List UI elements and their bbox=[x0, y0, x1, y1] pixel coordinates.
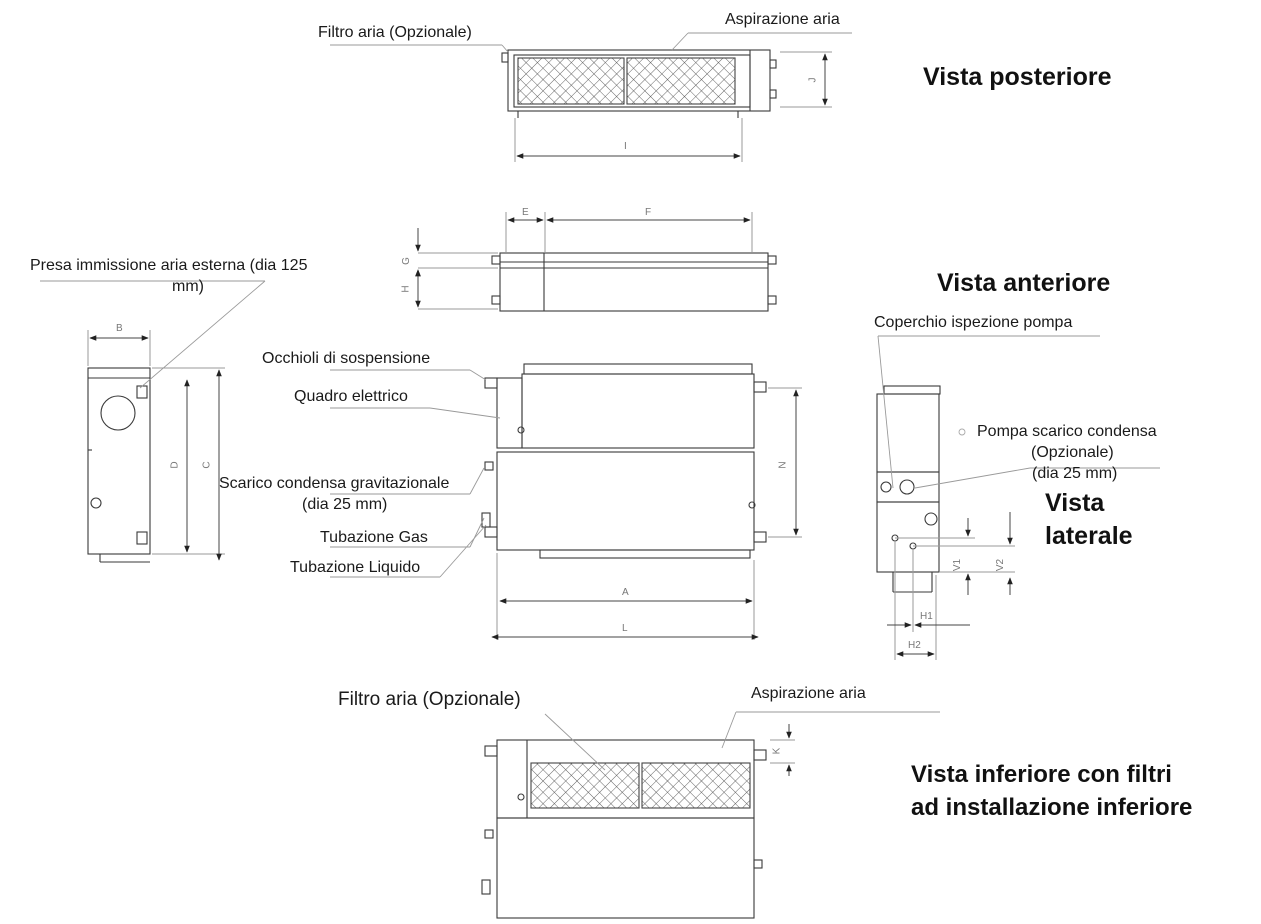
left-side-view bbox=[87, 367, 151, 563]
dim-side-c: C bbox=[201, 461, 213, 469]
main-leaders bbox=[330, 369, 501, 578]
dim-rear-length: I bbox=[624, 141, 627, 152]
label-filter-bottom: Filtro aria (Opzionale) bbox=[338, 689, 521, 710]
label-drain-line1: Scarico condensa gravitazionale bbox=[219, 475, 450, 492]
dim-side-d: D bbox=[169, 461, 181, 469]
title-front-view: Vista anteriore bbox=[937, 269, 1111, 297]
label-panel: Quadro elettrico bbox=[294, 388, 408, 405]
dim-front-h: H bbox=[400, 285, 412, 293]
label-pump-cover: Coperchio ispezione pompa bbox=[874, 314, 1073, 331]
dim-main-n: N bbox=[777, 461, 789, 469]
label-hanger: Occhioli di sospensione bbox=[262, 350, 431, 367]
rear-view bbox=[501, 49, 777, 118]
right-side-leaders bbox=[877, 335, 1160, 489]
title-side-view-line1: Vista bbox=[1045, 489, 1105, 517]
dim-v2: V2 bbox=[995, 558, 1007, 572]
dim-front-f: F bbox=[645, 207, 652, 218]
label-pump-line3: (dia 25 mm) bbox=[1032, 465, 1118, 482]
dim-front-g: G bbox=[400, 257, 412, 265]
dim-rear-height: J bbox=[807, 77, 819, 83]
title-side-view-line2: laterale bbox=[1045, 522, 1133, 550]
dim-side-b: B bbox=[116, 323, 123, 334]
front-dims bbox=[415, 212, 753, 310]
label-fresh-air-line1: Presa immissione aria esterna (dia 125 bbox=[30, 257, 308, 274]
right-side-dims bbox=[887, 512, 1015, 660]
label-intake-top: Aspirazione aria bbox=[725, 11, 840, 28]
bottom-leaders bbox=[544, 711, 940, 771]
label-drain-line2: (dia 25 mm) bbox=[302, 496, 388, 513]
label-fresh-air-line2: mm) bbox=[172, 278, 204, 295]
dim-h2: H2 bbox=[908, 640, 921, 651]
dim-v1: V1 bbox=[952, 558, 964, 572]
title-bottom-view-line2: ad installazione inferiore bbox=[911, 794, 1193, 821]
bottom-view bbox=[481, 739, 767, 919]
dim-h1: H1 bbox=[920, 611, 933, 622]
front-view bbox=[491, 252, 777, 312]
rear-dims bbox=[514, 51, 832, 162]
fresh-air-leader bbox=[40, 280, 266, 389]
dim-main-l: L bbox=[622, 623, 628, 634]
right-side-view bbox=[876, 385, 941, 593]
label-gas-pipe: Tubazione Gas bbox=[320, 529, 428, 546]
title-rear-view: Vista posteriore bbox=[923, 63, 1112, 91]
rear-leaders bbox=[330, 32, 852, 53]
bottom-dims bbox=[770, 724, 795, 776]
dim-bottom-k: K bbox=[771, 747, 783, 755]
label-pump-line1: Pompa scarico condensa bbox=[977, 423, 1157, 440]
dim-front-e: E bbox=[522, 207, 529, 218]
left-side-dims bbox=[87, 330, 225, 561]
label-filter-top: Filtro aria (Opzionale) bbox=[318, 24, 472, 41]
title-bottom-view-line1: Vista inferiore con filtri bbox=[911, 761, 1172, 788]
dim-main-a: A bbox=[622, 587, 629, 598]
main-view bbox=[481, 363, 767, 559]
main-dims bbox=[491, 387, 802, 640]
label-intake-bottom: Aspirazione aria bbox=[751, 685, 866, 702]
label-pump-line2: (Opzionale) bbox=[1031, 444, 1114, 461]
label-liquid-pipe: Tubazione Liquido bbox=[290, 559, 421, 576]
